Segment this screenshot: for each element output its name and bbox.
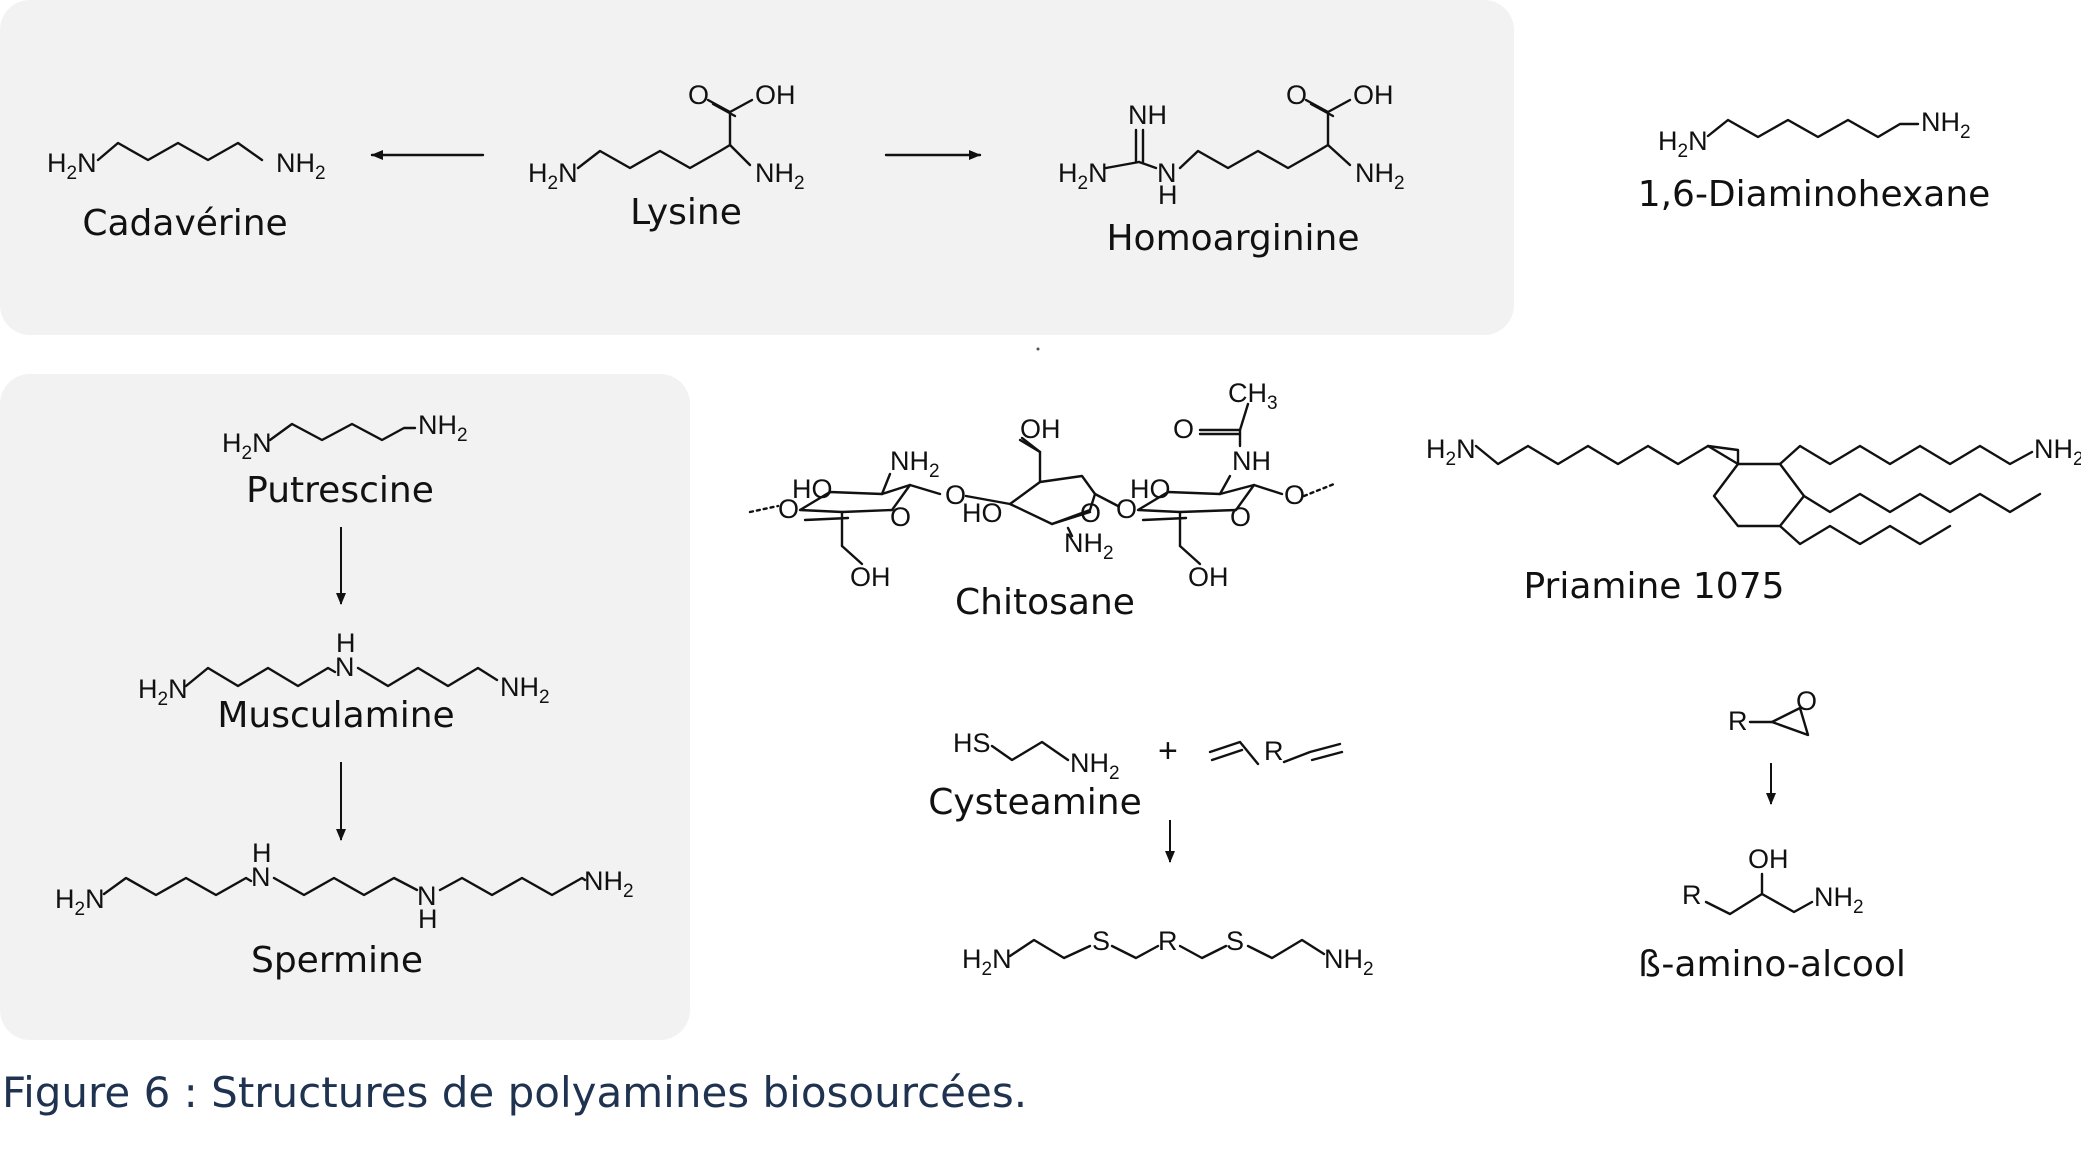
plus-sign: + xyxy=(1158,732,1178,770)
atom-label: O xyxy=(945,480,966,510)
atom-label: N xyxy=(1157,158,1177,188)
cysteamine-structure: HS NH2 xyxy=(953,728,1120,784)
atom-label: O xyxy=(1173,414,1194,444)
atom-label: O xyxy=(778,494,799,524)
diene-structure: R xyxy=(1208,736,1344,766)
atom-label: NH2 xyxy=(1814,882,1864,918)
atom-label: CH3 xyxy=(1228,378,1278,414)
atom-label: NH2 xyxy=(418,410,468,446)
putrescine-label: Putrescine xyxy=(246,470,434,511)
atom-label: O xyxy=(1284,480,1305,510)
diaminohexane-label: 1,6-Diaminohexane xyxy=(1638,174,1991,215)
atom-label: H2N xyxy=(138,674,188,710)
putrescine-pathway-panel xyxy=(0,374,690,1040)
atom-label: R xyxy=(1264,736,1284,766)
atom-label: NH2 xyxy=(276,148,326,184)
atom-label: H2N xyxy=(1658,126,1708,162)
atom-label: H2N xyxy=(1426,434,1476,470)
cysteamine-label: Cysteamine xyxy=(928,782,1142,823)
atom-label: H2N xyxy=(1058,158,1108,194)
atom-label: NH2 xyxy=(1921,107,1971,143)
atom-label: NH2 xyxy=(1324,944,1374,980)
thiol-ene-product-structure: H2N S R S NH2 xyxy=(962,926,1374,980)
atom-label: NH2 xyxy=(1064,528,1114,564)
atom-label: NH2 xyxy=(584,866,634,902)
atom-label: N xyxy=(251,862,271,892)
priamine-structure: H2N NH2 xyxy=(1426,434,2081,546)
atom-label: O xyxy=(1286,80,1307,110)
atom-label: NH2 xyxy=(755,158,805,194)
atom-label: NH xyxy=(1128,100,1167,130)
putrescine-structure: H2N NH2 xyxy=(222,410,468,464)
atom-label: NH xyxy=(1232,446,1271,476)
lysine-label: Lysine xyxy=(630,192,742,233)
epoxide-structure: R O xyxy=(1728,686,1817,737)
musculamine-label: Musculamine xyxy=(217,695,454,736)
atom-label: H xyxy=(1158,180,1178,210)
atom-label: H xyxy=(418,904,438,934)
figure-caption: Figure 6 : Structures de polyamines bios… xyxy=(2,1068,1028,1117)
spermine-structure: H2N H N N H NH2 xyxy=(55,838,634,934)
atom-label: HS xyxy=(953,728,991,758)
atom-label: NH2 xyxy=(1070,748,1120,784)
atom-label: H2N xyxy=(962,944,1012,980)
atom-label: H2N xyxy=(528,158,578,194)
atom-label: OH xyxy=(1353,80,1394,110)
atom-label: O xyxy=(1116,494,1137,524)
atom-label: HO xyxy=(1130,474,1171,504)
spermine-label: Spermine xyxy=(251,940,423,981)
atom-label: R xyxy=(1158,926,1178,956)
atom-label: O xyxy=(688,80,709,110)
atom-label: N xyxy=(417,881,437,911)
atom-label: O xyxy=(1080,498,1101,528)
atom-label: N xyxy=(335,652,355,682)
cadaverine-label: Cadavérine xyxy=(82,203,287,244)
atom-label: HO xyxy=(792,474,833,504)
atom-label: NH2 xyxy=(890,446,940,482)
diaminohexane-structure: H2N NH2 xyxy=(1658,107,1971,162)
atom-label: NH2 xyxy=(2034,434,2081,470)
stray-dot xyxy=(1036,347,1040,351)
lysine-structure: H2N O OH NH2 xyxy=(528,80,805,194)
beta-amino-alcool-structure: OH R NH2 xyxy=(1682,844,1864,918)
chitosane-structure: O HO NH2 O OH O O OH HO NH2 O HO NH xyxy=(748,378,1336,592)
atom-label: R xyxy=(1728,706,1748,736)
atom-label: OH xyxy=(850,562,891,592)
atom-label: OH xyxy=(755,80,796,110)
atom-label: H xyxy=(252,838,272,868)
atom-label: OH xyxy=(1748,844,1789,874)
beta-amino-alcool-label: ß-amino-alcool xyxy=(1638,944,1906,985)
atom-label: O xyxy=(1230,502,1251,532)
atom-label: H2N xyxy=(55,884,105,920)
atom-label: NH2 xyxy=(500,672,550,708)
atom-label: H xyxy=(336,628,356,658)
homoarginine-structure: NH H2N N H O OH NH2 xyxy=(1058,80,1405,210)
priamine-label: Priamine 1075 xyxy=(1523,566,1784,607)
homoarginine-label: Homoarginine xyxy=(1106,218,1359,259)
atom-label: S xyxy=(1226,926,1244,956)
atom-label: O xyxy=(890,502,911,532)
atom-label: OH xyxy=(1020,414,1061,444)
atom-label: H2N xyxy=(222,428,272,464)
atom-label: OH xyxy=(1188,562,1229,592)
atom-label: R xyxy=(1682,880,1702,910)
lysine-pathway-panel xyxy=(0,0,1514,335)
atom-label: O xyxy=(1796,686,1817,716)
chitosane-label: Chitosane xyxy=(955,582,1135,623)
atom-label: NH2 xyxy=(1355,158,1405,194)
musculamine-structure: H2N H N NH2 xyxy=(138,628,550,710)
atom-label: H2N xyxy=(47,148,97,184)
atom-label: HO xyxy=(962,498,1003,528)
atom-label: S xyxy=(1092,926,1110,956)
cadaverine-structure: H2N NH2 xyxy=(47,141,326,184)
